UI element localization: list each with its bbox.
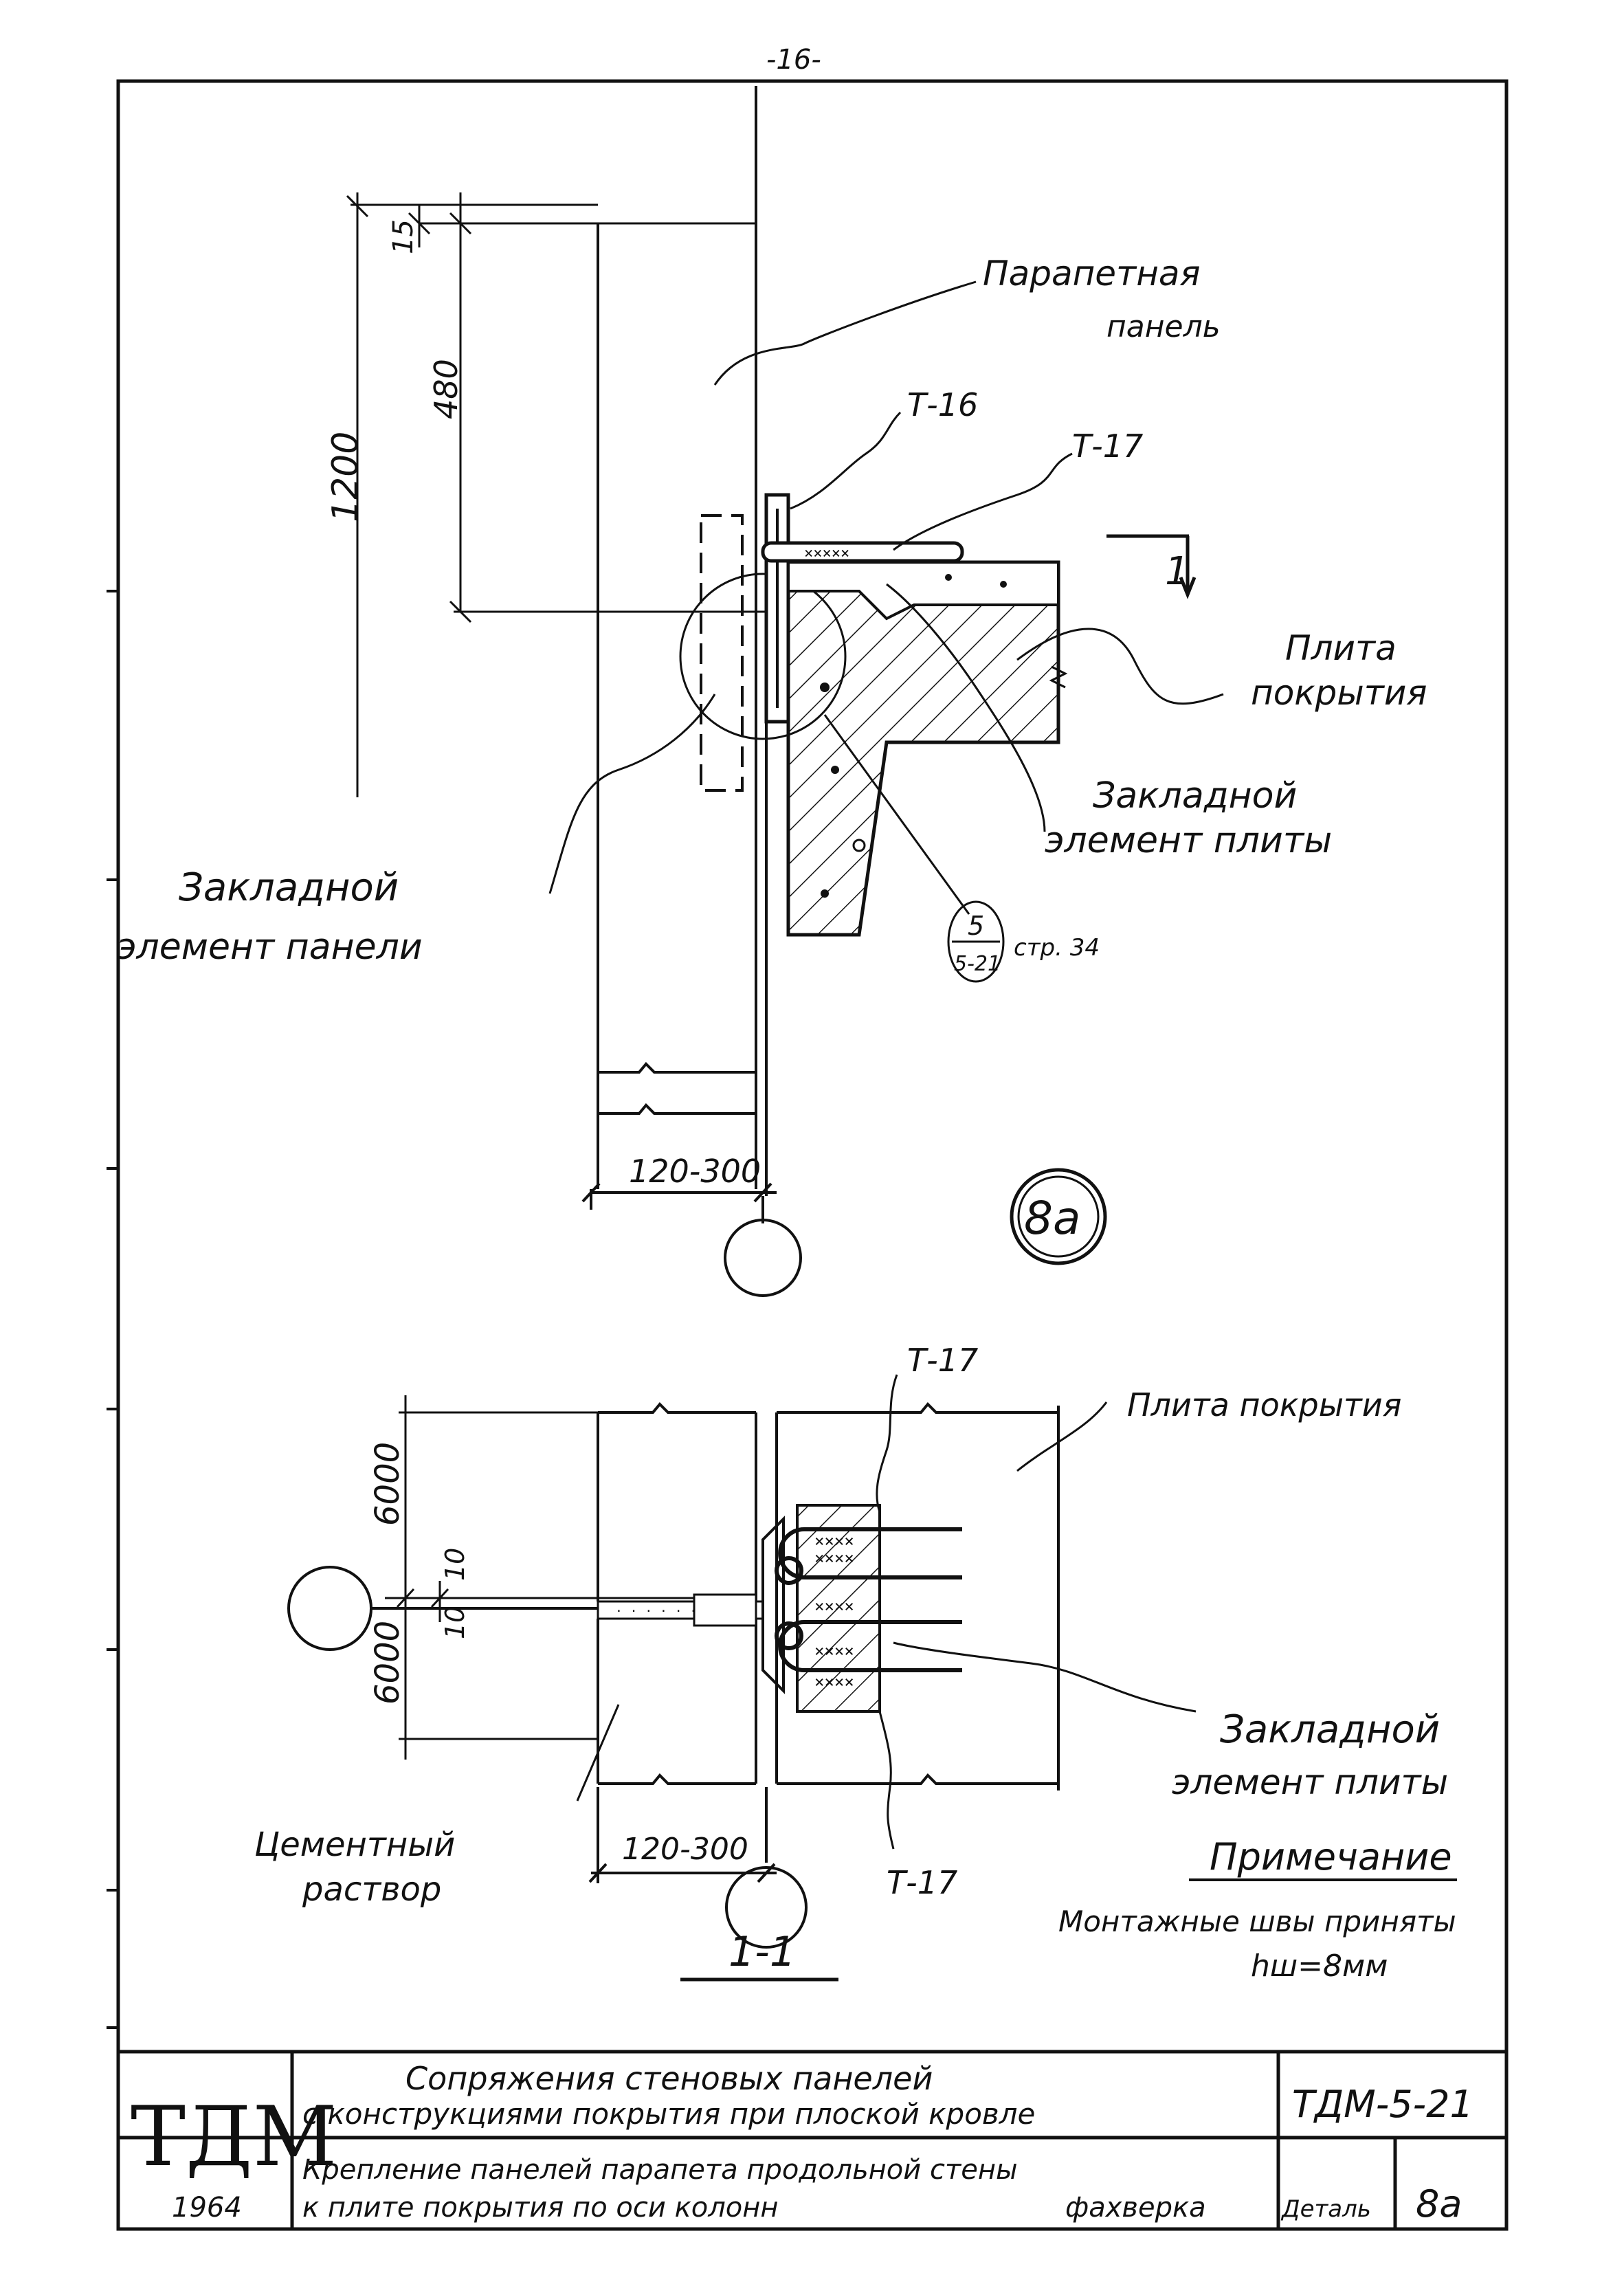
svg-text:××××: ××××: [814, 1549, 854, 1568]
dim-upper: 6000: [368, 1442, 407, 1526]
section-title: 1-1: [728, 1928, 796, 1976]
svg-text:××××: ××××: [814, 1672, 854, 1692]
title-line1: Сопряжения стеновых панелей: [405, 2060, 933, 2097]
section-mark-label: 1: [1165, 549, 1190, 594]
plate-t17: ×××××: [761, 541, 964, 563]
label-mortar-2: раствор: [302, 1870, 441, 1909]
svg-text:××××: ××××: [814, 1531, 854, 1551]
detail-mark: [1010, 1168, 1107, 1265]
dim-parapet: 480: [427, 359, 465, 419]
label-t17-top: Т-17: [907, 1342, 978, 1379]
sheet-frame: [116, 79, 1509, 2231]
label-panel-embed-2: элемент панели: [117, 927, 423, 968]
roof-slab: [786, 560, 1068, 937]
note: Примечание Монтажные швы приняты hш=8мм: [1058, 1835, 1457, 1984]
label-parapet-panel-1: Парапетная: [983, 254, 1201, 293]
upper-axis: [581, 1182, 802, 1297]
subtitle-line1: Крепление панелей парапета продольной ст…: [302, 2154, 1018, 2186]
leaders-upper: [548, 280, 1224, 915]
mortar-joint: · · · · · ·: [597, 1593, 764, 1627]
label-t17: Т-17: [1072, 428, 1143, 465]
upper-view: 1200 15 480: [117, 86, 1427, 1297]
frame-ticks: [107, 590, 118, 2029]
section-view: 6000 6000 10 10 · · · · · ·: [254, 1342, 1448, 1982]
svg-text:××××: ××××: [814, 1641, 854, 1661]
callout-top: 5: [968, 911, 984, 941]
detail-callout: [947, 900, 1005, 983]
panel-embed-dashed: [700, 514, 744, 792]
label-slab-1: Плита: [1285, 628, 1397, 668]
dim-top: 15: [388, 219, 419, 254]
detail-mark-label: 8а: [1024, 1192, 1080, 1245]
subtitle-line2b: фахверка: [1065, 2192, 1206, 2224]
u-anchors: [761, 1516, 962, 1694]
label-slab-embed-1: Закладной: [1093, 775, 1297, 817]
dim-gap-1: 10: [440, 1548, 470, 1581]
callout-page: стр. 34: [1014, 934, 1100, 962]
label-section-embed-2: элемент плиты: [1172, 1762, 1448, 1802]
label-slab-embed-2: элемент плиты: [1045, 820, 1332, 861]
plate-t16: [764, 493, 790, 724]
year: 1964: [172, 2192, 242, 2224]
doc-code: ТДМ-5-21: [1292, 2083, 1473, 2126]
label-t16: Т-16: [907, 386, 978, 423]
note-title: Примечание: [1210, 1835, 1452, 1878]
slab-embed-block: [796, 1504, 881, 1713]
label-parapet-panel-2: панель: [1106, 309, 1221, 344]
section-panels: [597, 1402, 1060, 1790]
detail-label: Деталь: [1280, 2195, 1371, 2223]
dim-gap-2: 10: [440, 1606, 470, 1639]
vertical-dimensions: [346, 192, 777, 797]
note-line2: hш=8мм: [1251, 1949, 1388, 1984]
subtitle-line2: к плите покрытия по оси колонн: [302, 2192, 779, 2224]
dim-section-width: 120-300: [622, 1832, 748, 1867]
logo: ТДМ: [131, 2089, 337, 2185]
title-line2: с конструкциями покрытия при плоской кро…: [302, 2097, 1035, 2131]
label-panel-embed-1: Закладной: [179, 865, 399, 910]
label-mortar-1: Цементный: [254, 1826, 455, 1864]
label-section-embed-1: Закладной: [1220, 1707, 1440, 1752]
leaders-section: [576, 1374, 1197, 1850]
section-dimensions: [385, 1395, 749, 1760]
dim-total: 1200: [325, 432, 366, 522]
label-t17-bottom: Т-17: [887, 1864, 957, 1901]
section-axis-bottom: [588, 1787, 808, 1949]
svg-text:×××××: ×××××: [804, 545, 849, 562]
page-number: -16-: [766, 44, 821, 76]
svg-text:· · · · · ·: · · · · · ·: [615, 1604, 697, 1619]
note-line1: Монтажные швы приняты: [1058, 1905, 1456, 1938]
label-section-slab: Плита покрытия: [1127, 1386, 1401, 1423]
svg-text:××××: ××××: [814, 1597, 854, 1616]
dim-lower: 6000: [368, 1621, 407, 1705]
callout-bottom: 5-21: [954, 952, 1001, 976]
section-axis-left: [287, 1566, 605, 1651]
detail-value: 8а: [1416, 2182, 1462, 2226]
section-mark: [1106, 534, 1197, 599]
title-block: [118, 2050, 1506, 2229]
label-slab-2: покрытия: [1251, 673, 1427, 713]
weld-marks: ×××× ×××× ×××× ×××× ××××: [814, 1531, 854, 1692]
dim-panel-width: 120-300: [629, 1153, 761, 1190]
